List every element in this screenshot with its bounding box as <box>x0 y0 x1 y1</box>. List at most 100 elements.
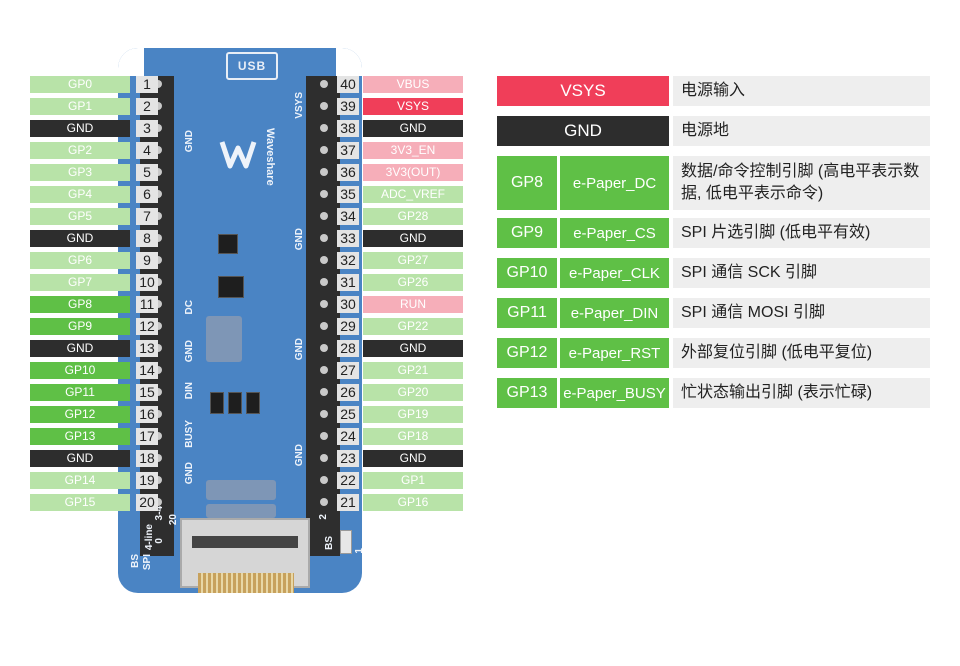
left-header-pin-hole <box>154 322 162 330</box>
legend-function: e-Paper_CLK <box>560 258 669 288</box>
right-pin-number: 40 <box>337 76 359 93</box>
legend-gpio: GP8 <box>497 156 557 210</box>
right-pin-label: 3V3_EN <box>363 142 463 159</box>
right-pin-number: 34 <box>337 208 359 225</box>
left-pin-label: GP5 <box>30 208 130 225</box>
waveshare-logo-icon <box>219 141 257 169</box>
right-pin-number: 26 <box>337 384 359 401</box>
silk-bs-right: BS <box>324 536 335 550</box>
left-pin-number: 9 <box>136 252 158 269</box>
right-pin-number: 25 <box>337 406 359 423</box>
silk-dc: DC <box>184 300 195 315</box>
left-pin-label: GP11 <box>30 384 130 401</box>
left-header-pin-hole <box>154 278 162 286</box>
transistor-3 <box>246 392 260 414</box>
left-pin-label: GP3 <box>30 164 130 181</box>
legend-description: 外部复位引脚 (低电平复位) <box>673 338 930 368</box>
right-header-pin-hole <box>320 102 328 110</box>
legend-function: e-Paper_RST <box>560 338 669 368</box>
silk-zero: 0 <box>154 538 165 544</box>
right-pin-label: GP21 <box>363 362 463 379</box>
silk-gnd-r2: GND <box>294 338 305 361</box>
right-header-pin-hole <box>320 80 328 88</box>
left-pin-label: GP8 <box>30 296 130 313</box>
right-pin-label: GP1 <box>363 472 463 489</box>
legend-gpio: GP11 <box>497 298 557 328</box>
left-header-pin-hole <box>154 146 162 154</box>
left-header-pin-hole <box>154 190 162 198</box>
silk-din: DIN <box>184 382 195 400</box>
right-header-pin-hole <box>320 168 328 176</box>
legend-gpio: GP9 <box>497 218 557 248</box>
right-header-pin-hole <box>320 476 328 484</box>
right-pin-number: 39 <box>337 98 359 115</box>
ic-chip-2 <box>218 276 244 298</box>
left-header-pin-hole <box>154 476 162 484</box>
left-pin-number: 20 <box>136 494 158 511</box>
left-pin-number: 1 <box>136 76 158 93</box>
legend-description: SPI 通信 SCK 引脚 <box>673 258 930 288</box>
left-header-pin-hole <box>154 344 162 352</box>
legend-description: 电源地 <box>673 116 930 146</box>
right-pin-label: 3V3(OUT) <box>363 164 463 181</box>
left-pin-number: 2 <box>136 98 158 115</box>
right-header-pin-hole <box>320 366 328 374</box>
legend-function: e-Paper_DIN <box>560 298 669 328</box>
left-pin-label: GP13 <box>30 428 130 445</box>
legend-pin-name: GND <box>497 116 669 146</box>
board-notch-left <box>118 48 144 76</box>
right-pin-number: 38 <box>337 120 359 137</box>
legend-gpio: GP13 <box>497 378 557 408</box>
left-header-pin-hole <box>154 498 162 506</box>
legend-gpio: GP12 <box>497 338 557 368</box>
transistor-1 <box>210 392 224 414</box>
right-pin-label: GND <box>363 340 463 357</box>
silk-spi: SPI <box>142 554 153 571</box>
left-pin-label: GND <box>30 120 130 137</box>
right-pin-number: 32 <box>337 252 359 269</box>
silk-gnd-r1: GND <box>294 228 305 251</box>
left-header-pin-hole <box>154 102 162 110</box>
bs-switch <box>340 530 352 554</box>
right-pin-label: GP27 <box>363 252 463 269</box>
right-pin-label: GP26 <box>363 274 463 291</box>
passives-row-2 <box>206 504 276 518</box>
silk-vsys: VSYS <box>294 92 305 119</box>
left-header-pin-hole <box>154 234 162 242</box>
left-pin-label: GP12 <box>30 406 130 423</box>
legend-gpio: GP10 <box>497 258 557 288</box>
legend-function: e-Paper_DC <box>560 156 669 210</box>
right-pin-number: 35 <box>337 186 359 203</box>
right-header-pin-hole <box>320 322 328 330</box>
left-pin-number: 16 <box>136 406 158 423</box>
passives-row-1 <box>206 480 276 500</box>
right-header-pin-hole <box>320 388 328 396</box>
right-header-pin-hole <box>320 300 328 308</box>
left-header-pin-hole <box>154 212 162 220</box>
right-pin-number: 22 <box>337 472 359 489</box>
left-pin-label: GP7 <box>30 274 130 291</box>
left-pin-number: 10 <box>136 274 158 291</box>
left-pin-label: GP0 <box>30 76 130 93</box>
silk-20: 20 <box>168 514 179 526</box>
right-pin-label: GP20 <box>363 384 463 401</box>
right-header-pin-hole <box>320 256 328 264</box>
right-pin-number: 27 <box>337 362 359 379</box>
right-header-pin-hole <box>320 234 328 242</box>
silk-1: 1 <box>354 548 362 554</box>
left-pin-label: GP4 <box>30 186 130 203</box>
right-pin-label: VBUS <box>363 76 463 93</box>
legend-description: 电源输入 <box>673 76 930 106</box>
legend-function: e-Paper_CS <box>560 218 669 248</box>
right-header-pin-hole <box>320 498 328 506</box>
legend-description: 忙状态输出引脚 (表示忙碌) <box>673 378 930 408</box>
left-pin-number: 13 <box>136 340 158 357</box>
silk-gnd-2: GND <box>184 340 195 363</box>
right-header-pin-hole <box>320 454 328 462</box>
left-header-pin-hole <box>154 124 162 132</box>
left-pin-label: GP10 <box>30 362 130 379</box>
